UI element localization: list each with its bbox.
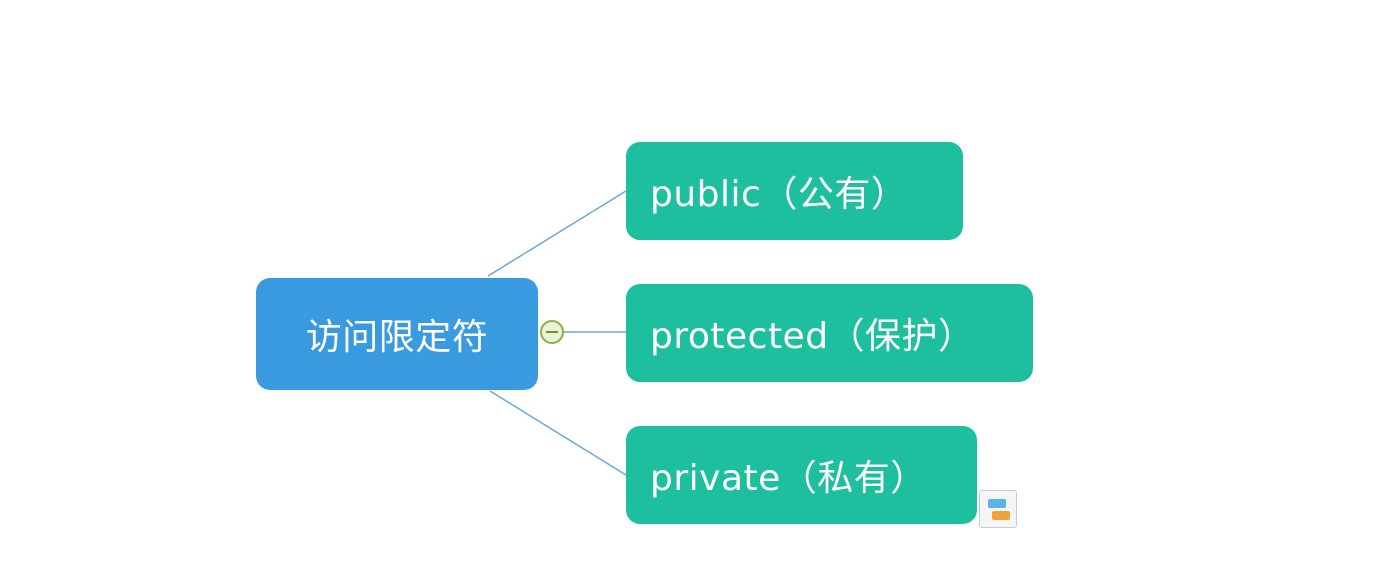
minus-circle-icon[interactable] — [540, 320, 564, 344]
connector-private — [489, 390, 627, 476]
child-node-label: protected（保护） — [650, 316, 975, 357]
child-node-public[interactable]: public（公有） — [626, 142, 963, 240]
child-node-label: public（公有） — [650, 174, 908, 215]
root-node[interactable]: 访问限定符 — [256, 278, 538, 390]
child-node-protected[interactable]: protected（保护） — [626, 284, 1033, 382]
connector-public — [487, 190, 627, 277]
layout-icon-bottom-block — [992, 511, 1010, 520]
layout-icon-top-block — [988, 499, 1006, 508]
layout-icon[interactable] — [979, 490, 1017, 528]
root-node-label: 访问限定符 — [305, 317, 489, 358]
child-node-label: private（私有） — [650, 458, 927, 499]
child-node-private[interactable]: private（私有） — [626, 426, 977, 524]
minus-bar — [546, 331, 558, 333]
